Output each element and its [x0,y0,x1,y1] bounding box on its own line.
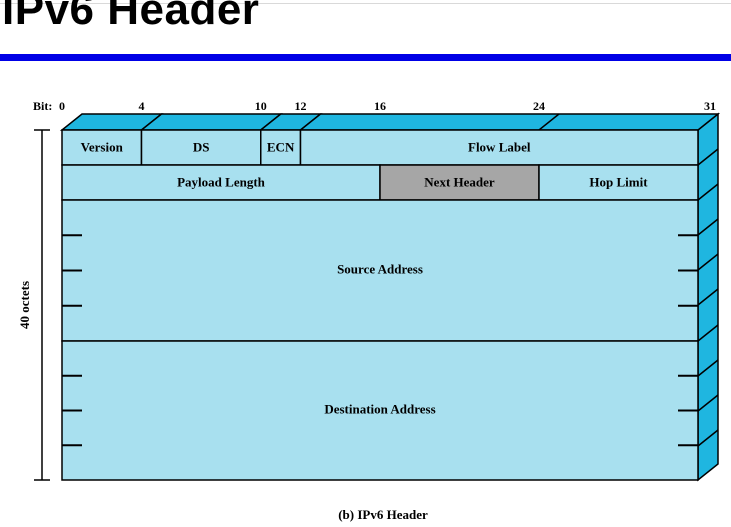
field-cell [299,129,699,166]
address-label: Destination Address [324,401,435,416]
bit-tick-label: 10 [255,99,267,113]
header-3d-edges [59,112,721,482]
field-label: Flow Label [468,139,531,154]
field-label: Payload Length [177,174,266,189]
header-top-face-segment [298,113,721,131]
side-face-divider [697,359,719,377]
octets-label: 40 octets [17,281,32,329]
bit-tick-label: 31 [704,99,716,113]
slide-top-border [0,3,731,4]
field-cell [61,164,381,201]
side-face-divider [697,183,719,201]
field-label: ECN [267,139,295,154]
slide-title: IPv6 Header [2,0,260,34]
field-label: Version [81,139,124,154]
field-cell [260,129,302,166]
bit-ruler: Bit: 0 4 10 12 16 24 31 [33,99,716,113]
side-face-divider [697,148,719,166]
field-cell [538,164,699,201]
header-top-face-segment [139,113,283,131]
bit-tick-label: 12 [295,99,307,113]
address-label: Source Address [337,261,423,276]
side-face-divider [697,288,719,306]
side-face-divider [697,218,719,236]
side-face-divider [697,324,719,342]
top-face-divider [538,113,560,131]
side-face-divider [697,394,719,412]
figure-caption: (b) IPv6 Header [338,507,428,522]
title-underline [0,54,731,61]
field-label: Next Header [424,174,495,189]
field-label: Hop Limit [589,174,648,189]
octets-dimension: 40 octets [17,129,50,481]
octets-label-backdrop [18,268,34,342]
side-face-divider [697,253,719,271]
bit-tick-label: 4 [139,99,145,113]
bit-tick-label: 0 [59,99,65,113]
bit-tick-label: 24 [533,99,545,113]
bit-tick-label: 16 [374,99,386,113]
field-label: DS [193,139,210,154]
side-face-divider [697,429,719,447]
bit-axis-label: Bit: [33,99,52,113]
